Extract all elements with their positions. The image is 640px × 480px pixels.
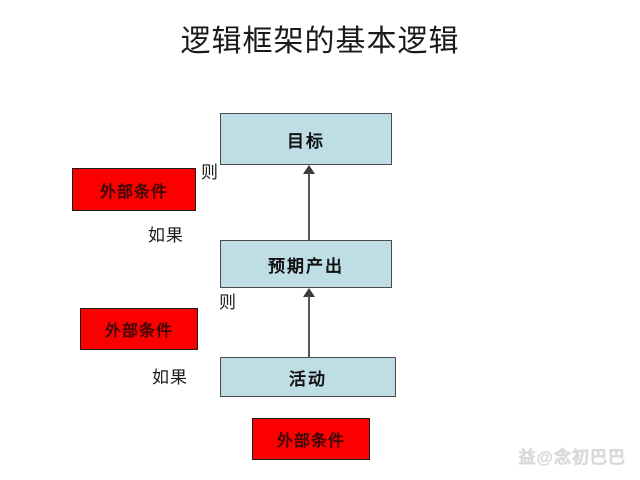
connector-label-then-lower: 则 — [219, 293, 237, 312]
connector-label-if-lower: 如果 — [152, 368, 188, 387]
connector-label-then-upper: 则 — [201, 163, 219, 182]
node-external-condition-bottom[interactable]: 外部条件 — [252, 418, 370, 460]
node-goal[interactable]: 目标 — [220, 113, 392, 165]
watermark: 益@念初巴巴 — [518, 448, 626, 467]
node-external-condition-middle-label: 外部条件 — [104, 323, 173, 340]
node-goal-label: 目标 — [287, 131, 325, 151]
arrow-activity-to-output — [303, 288, 315, 360]
arrow-output-to-goal — [303, 165, 315, 243]
node-external-condition-middle[interactable]: 外部条件 — [80, 308, 198, 350]
node-expected-output-label: 预期产出 — [268, 256, 344, 276]
node-activity-label: 活动 — [289, 369, 327, 389]
node-activity[interactable]: 活动 — [220, 357, 396, 397]
connector-label-if-upper: 如果 — [148, 226, 184, 245]
node-external-condition-top-label: 外部条件 — [99, 183, 168, 201]
node-external-condition-bottom-label: 外部条件 — [276, 433, 345, 450]
node-external-condition-top[interactable]: 外部条件 — [72, 168, 196, 211]
node-expected-output[interactable]: 预期产出 — [220, 240, 392, 288]
page-title: 逻辑框架的基本逻辑 — [180, 25, 460, 58]
